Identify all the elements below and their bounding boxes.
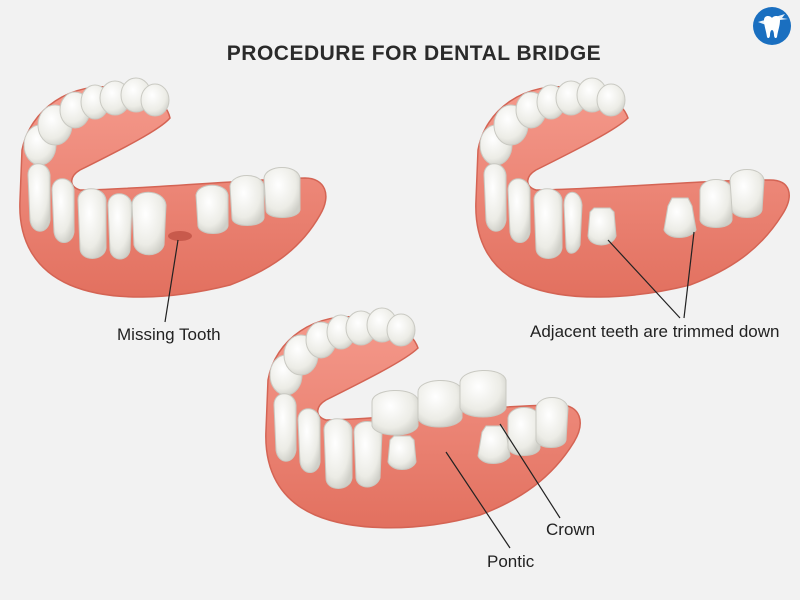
- pontic-pointer: [445, 451, 511, 549]
- jaw-bridge: [265, 307, 581, 549]
- back-teeth: [269, 307, 416, 396]
- missing-tooth-gap: [168, 231, 192, 241]
- crown-pointer: [499, 423, 561, 519]
- trimmed-teeth: [587, 197, 697, 246]
- label-missing-tooth: Missing Tooth: [117, 325, 221, 344]
- right-teeth: [699, 169, 765, 228]
- trimmed-pointer-right: [683, 231, 695, 319]
- back-teeth: [479, 77, 626, 166]
- brand-logo: [752, 6, 792, 46]
- label-adjacent-trimmed: Adjacent teeth are trimmed down: [530, 322, 780, 341]
- front-teeth: [273, 393, 383, 489]
- trimmed-pointer-left: [607, 239, 681, 319]
- right-teeth: [195, 167, 301, 234]
- page-title: PROCEDURE FOR DENTAL BRIDGE: [226, 42, 602, 65]
- front-teeth: [483, 163, 583, 259]
- missing-tooth-pointer: [164, 239, 179, 323]
- jaw-trimmed-teeth: [475, 77, 790, 319]
- bridge-unit: [371, 369, 507, 436]
- abutments: [387, 425, 511, 470]
- front-teeth: [27, 163, 167, 260]
- label-crown: Crown: [546, 520, 596, 539]
- tooth-plane-logo-icon: [753, 7, 791, 45]
- label-pontic: Pontic: [487, 552, 535, 571]
- right-teeth: [507, 397, 569, 456]
- jaw-missing-tooth: [19, 77, 327, 323]
